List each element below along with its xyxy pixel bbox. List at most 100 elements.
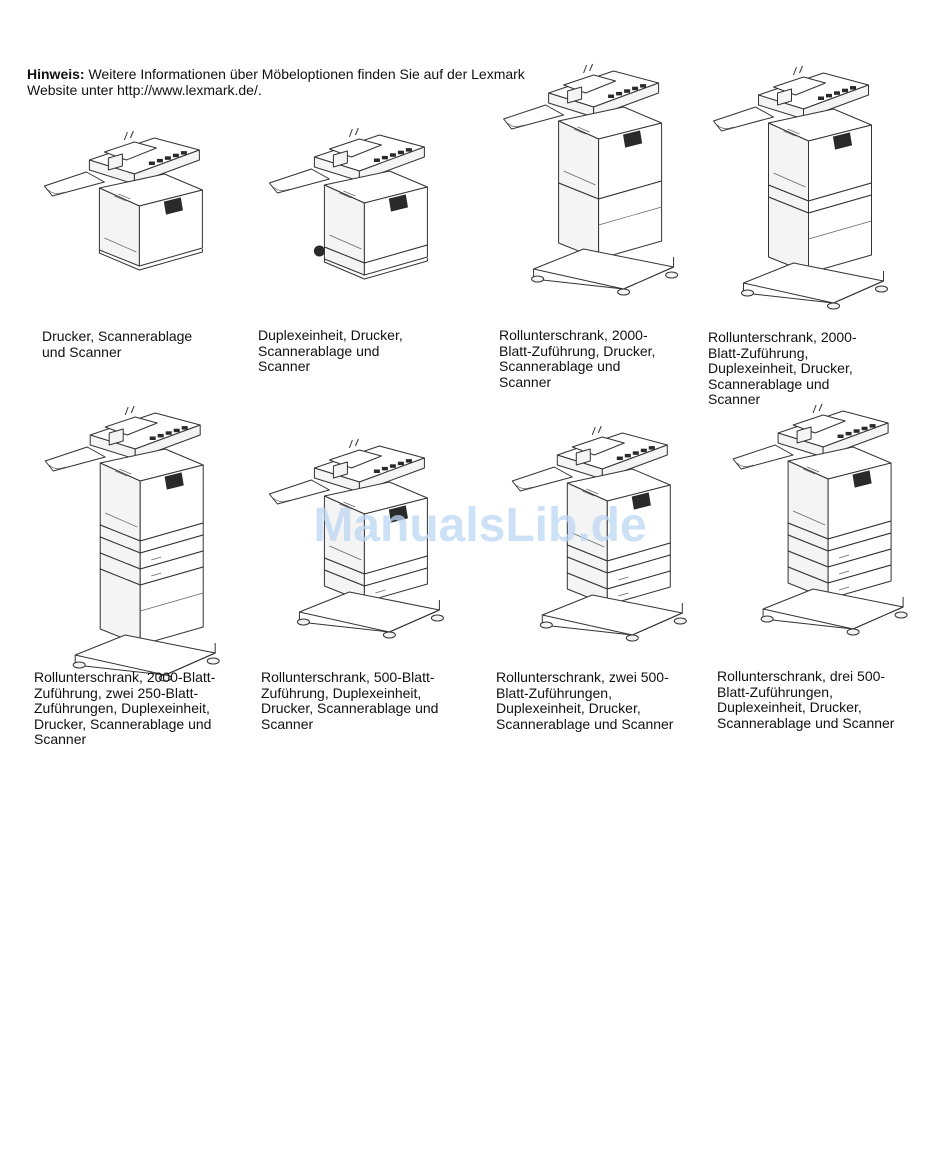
output-slot (563, 170, 596, 186)
control-button (180, 151, 187, 155)
control-button (850, 86, 856, 90)
printer-drawing (713, 65, 888, 310)
cabinet (768, 194, 872, 274)
scanner-group (777, 403, 889, 458)
top-vents (339, 190, 356, 199)
control-button (834, 91, 840, 95)
scanner-output-tray (43, 171, 105, 197)
caption-7: Rollunterschrank, zwei 500- Blatt-Zuführ… (496, 669, 674, 732)
cabinet-divider (140, 592, 204, 612)
caster-stand (531, 248, 679, 296)
caption-1: Drucker, Scannerablage und Scanner (42, 328, 193, 360)
control-button (405, 459, 412, 463)
scanner-paper-guide (123, 130, 134, 141)
cabinet (558, 180, 663, 260)
printer-drawing (268, 127, 428, 280)
scanner-group (89, 405, 201, 460)
caster-wheel (206, 657, 220, 665)
caster-wheel (531, 275, 545, 283)
caster-wheel (382, 631, 396, 639)
caster-stand (539, 594, 687, 642)
cabinet (99, 566, 204, 646)
control-button (164, 156, 171, 160)
output-slot (329, 545, 362, 561)
stand-base (298, 591, 440, 633)
control-button (389, 464, 396, 468)
caption-5: Rollunterschrank, 2000-Blatt- Zuführung,… (34, 669, 216, 747)
caption-4: Rollunterschrank, 2000- Blatt-Zuführung,… (708, 329, 857, 407)
output-slot (572, 532, 605, 548)
printer-feet (323, 258, 428, 280)
control-button (373, 469, 380, 473)
paper-tray (99, 534, 204, 570)
tray-handle (838, 586, 850, 591)
caster-wheel (539, 621, 553, 629)
printer-illustration-3 (503, 58, 679, 318)
top-vents (783, 128, 800, 137)
adf-body (575, 448, 591, 466)
printer-drawing (732, 403, 908, 636)
printer-illustration-6 (265, 433, 445, 643)
stand-base (533, 248, 675, 290)
printer-group (768, 108, 872, 214)
scanner-group (313, 438, 425, 493)
control-button (632, 86, 639, 91)
control-button (837, 434, 844, 438)
scanner-group (313, 127, 425, 182)
control-button (181, 426, 188, 430)
tray-notch (48, 464, 66, 469)
caption-3: Rollunterschrank, 2000- Blatt-Zuführung,… (499, 327, 656, 390)
adf-body (332, 461, 348, 479)
printer-group (313, 170, 428, 276)
caster-wheel (875, 285, 888, 293)
paper-tray (566, 570, 671, 606)
adf-body (332, 150, 348, 168)
top-vents (573, 126, 590, 135)
adf-body (796, 426, 812, 444)
stand-base (762, 588, 904, 630)
caster-wheel (625, 634, 639, 642)
tray-handle (838, 570, 850, 575)
printer-group (323, 481, 428, 587)
scanner-paper-guide (348, 127, 359, 138)
top-vents (802, 466, 820, 475)
caster-wheel (296, 618, 310, 626)
caster-wheel (665, 271, 679, 279)
scanner-paper-guide (812, 403, 823, 414)
cabinet-side (808, 194, 872, 274)
top-vents (115, 468, 132, 477)
adf-body (777, 88, 792, 106)
lexmark-logo (623, 130, 643, 148)
tray-handle (375, 589, 386, 594)
printer-drawing (44, 405, 220, 682)
caster-wheel (894, 611, 908, 619)
control-button (148, 161, 155, 165)
scanner-group (88, 130, 200, 185)
printer-drawing (43, 130, 203, 271)
caster-stand (741, 262, 888, 310)
printer-illustration-8 (720, 398, 915, 643)
tray-handle (618, 592, 629, 597)
note-paragraph: Hinweis: Weitere Informationen über Möbe… (27, 66, 527, 98)
printer-illustration-4 (712, 60, 888, 320)
caster-wheel (158, 674, 172, 682)
tray-notch (273, 186, 290, 191)
control-button (616, 91, 623, 96)
scanner-output-tray (268, 479, 330, 505)
caster-wheel (760, 615, 774, 623)
printer-feet (98, 249, 203, 271)
tray-handle (151, 556, 162, 561)
lexmark-logo (832, 132, 853, 150)
control-button (149, 436, 156, 440)
control-button (648, 446, 655, 450)
caster-wheel (846, 628, 860, 636)
caster-wheel (741, 289, 754, 297)
output-slot (792, 510, 826, 526)
top-vents (339, 501, 356, 510)
control-button (373, 158, 380, 162)
lexmark-logo (388, 505, 408, 523)
control-button (381, 155, 388, 160)
caster-wheel (673, 617, 687, 625)
output-slot (329, 234, 362, 250)
caption-2: Duplexeinheit, Drucker, Scannerablage un… (258, 327, 403, 374)
